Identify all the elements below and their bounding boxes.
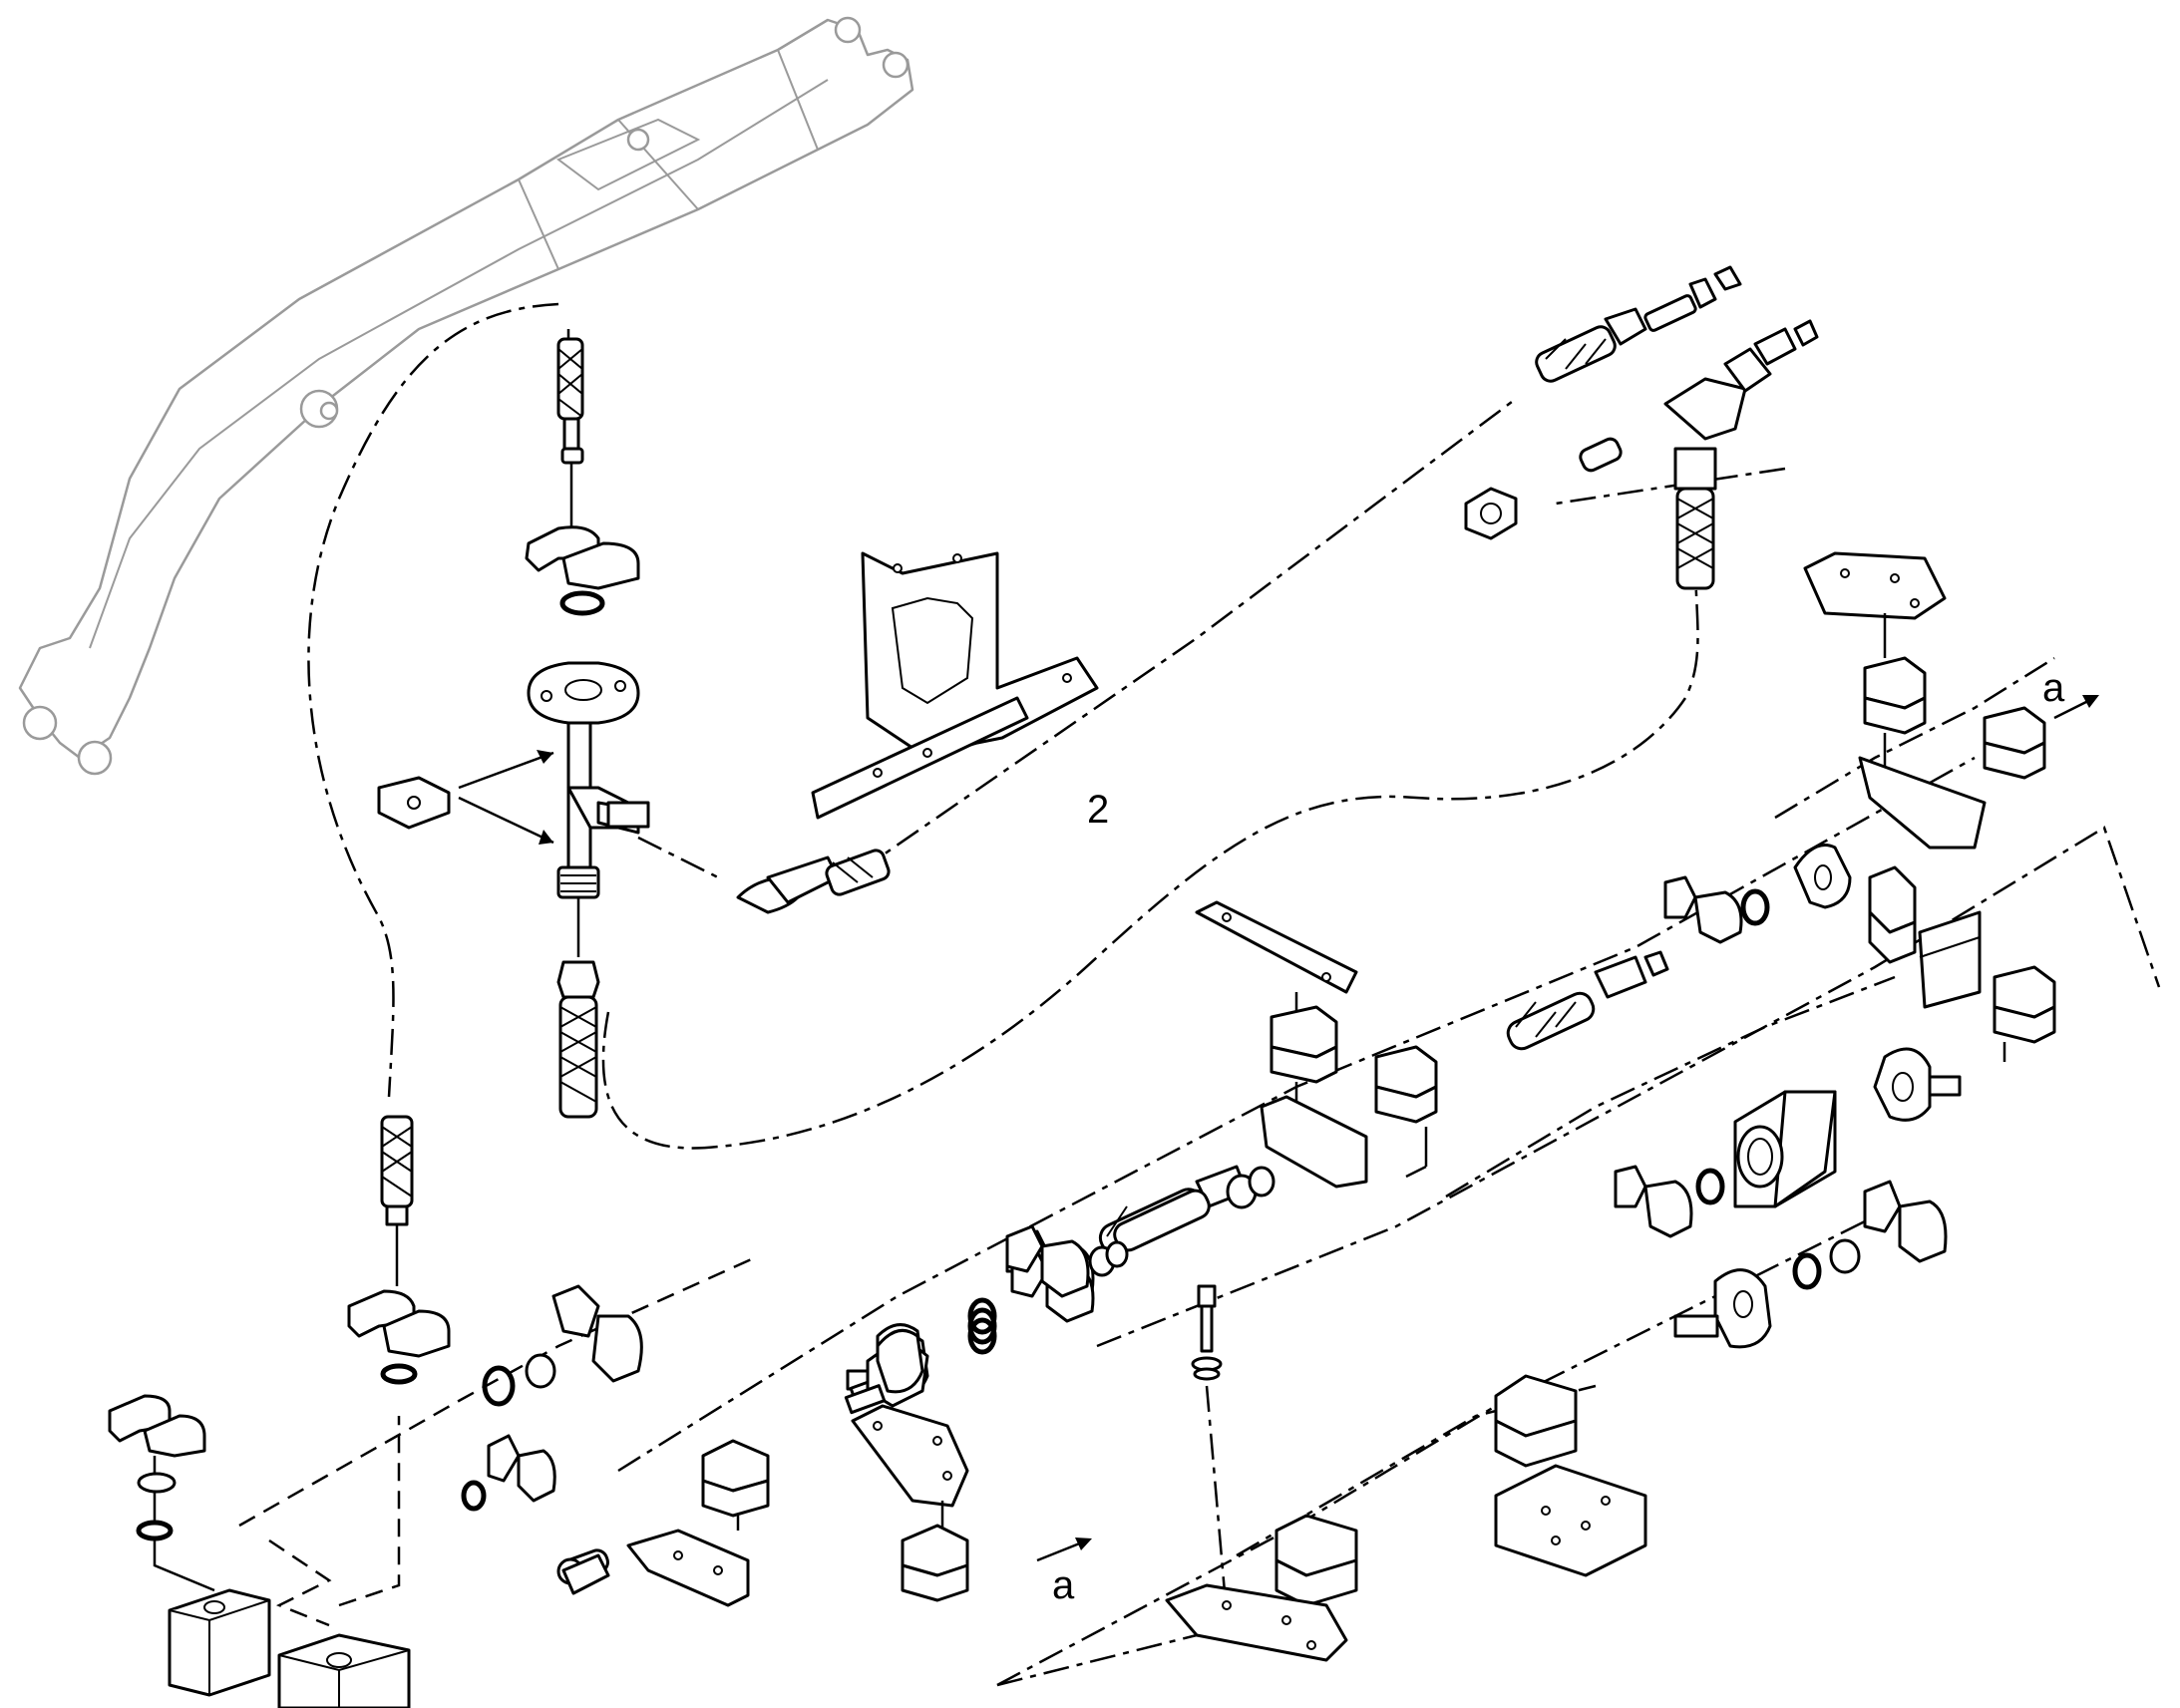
lower-left-hose — [108, 1115, 643, 1708]
flange-icon — [876, 1328, 924, 1394]
boom-arm — [18, 16, 914, 776]
valve-block-icon — [277, 1633, 411, 1708]
right-upper-bracket: a — [1803, 551, 2099, 850]
o-ring-icon — [380, 1363, 418, 1385]
o-ring-icon — [482, 1365, 516, 1407]
bolt-assembly — [1191, 1284, 1223, 1381]
mid-hose-assembly — [1506, 844, 1852, 1051]
flow-ref-label-bottom: a — [1052, 1563, 1075, 1607]
lower-right-bracket — [1494, 1374, 1647, 1577]
o-ring-icon — [559, 590, 605, 616]
callout-number: 2 — [1087, 788, 1109, 832]
flow-ref-label-top: a — [2042, 666, 2065, 710]
o-ring-icon — [136, 1520, 174, 1541]
bracket-icon — [811, 551, 1099, 820]
bottom-center-bracket: a — [1036, 1514, 1358, 1662]
elbow-hose — [736, 849, 891, 914]
o-ring-icon — [1740, 888, 1770, 926]
o-ring-icon — [1695, 1168, 1725, 1205]
center-left-hose — [876, 1189, 1211, 1394]
o-ring-icon — [1792, 1252, 1822, 1290]
split-clamp-icon — [1663, 875, 1697, 919]
right-mid-bracket — [1868, 865, 2056, 1062]
valve-block-icon — [1614, 1047, 1962, 1238]
o-ring-icon — [461, 1480, 487, 1512]
middle-bracket — [1195, 900, 1438, 1189]
arrow-icon — [377, 750, 554, 845]
lower-mid-plate — [851, 1404, 969, 1602]
split-clamp — [525, 525, 600, 572]
top-right-hose-assembly — [1464, 265, 1819, 590]
split-clamp-lower — [561, 541, 640, 590]
o-ring-icon — [967, 1307, 997, 1345]
lower-right-hose — [1673, 1180, 1948, 1349]
upper-hose-assembly — [525, 329, 650, 1119]
